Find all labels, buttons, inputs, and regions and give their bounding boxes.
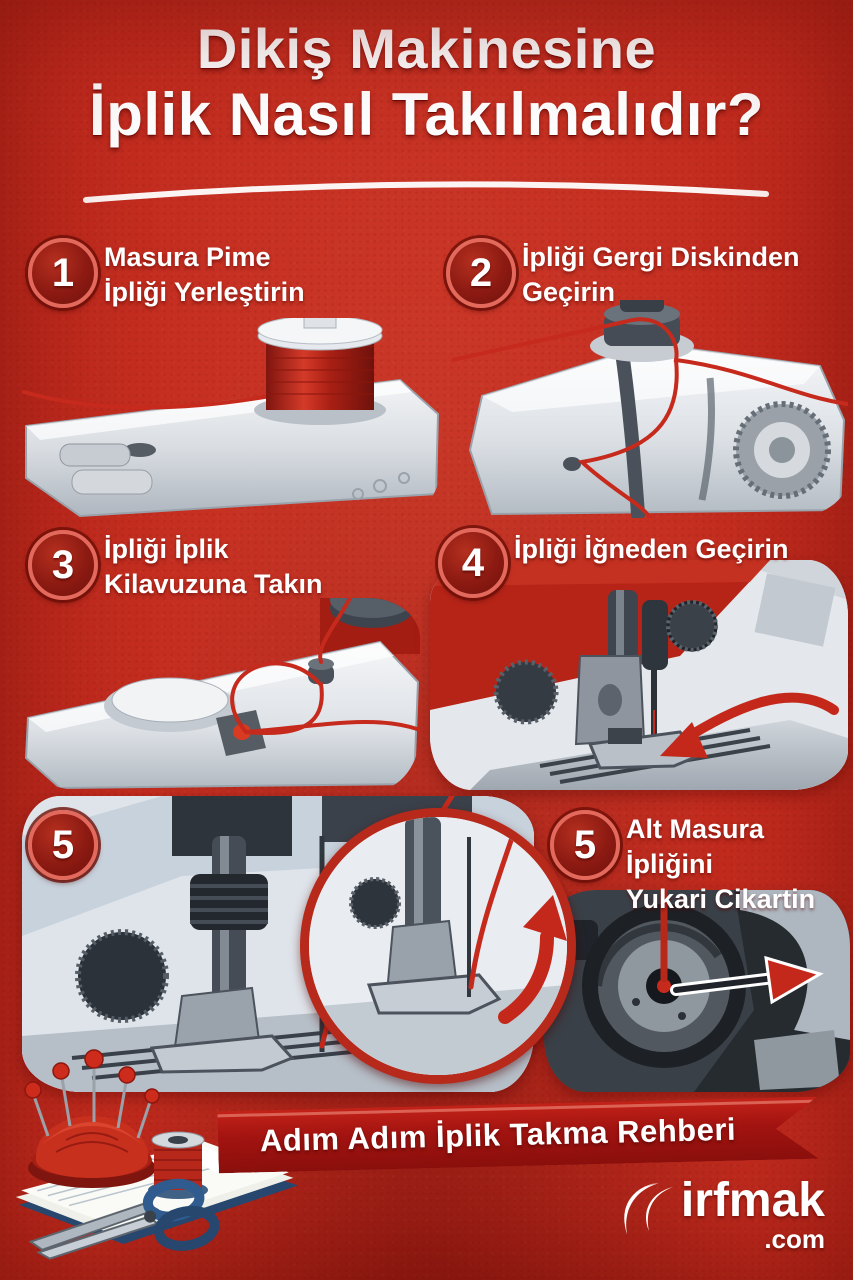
step-1-illustration <box>20 318 442 518</box>
step-3-label-line1: İpliği İplik <box>104 534 229 564</box>
step-2-label-line1: İpliği Gergi Diskinden <box>522 242 800 272</box>
logo-tld: .com <box>764 1224 825 1255</box>
step-4-label: İpliği İğneden Geçirin <box>514 532 789 567</box>
step-5-left-number: 5 <box>51 822 75 867</box>
step-3-badge: 3 <box>28 530 98 600</box>
step-1-label-line2: İpliği Yerleştirin <box>104 277 305 308</box>
step-1-label-line1: Masura Pime <box>104 242 271 272</box>
step-1-number: 1 <box>51 250 75 295</box>
step-5-left-badge: 5 <box>28 810 98 880</box>
logo-wordmark: irfmak .com <box>681 1177 825 1254</box>
banner-text: Adım Adım İplik Takma Rehberi <box>259 1111 737 1159</box>
title-underline-swoosh <box>83 181 769 203</box>
step-4-illustration <box>430 560 848 790</box>
step-2-label: İpliği Gergi Diskinden Geçirin <box>522 240 800 310</box>
step-2-badge: 2 <box>446 238 516 308</box>
step-1-badge: 1 <box>28 238 98 308</box>
double-crescent-swoosh-icon <box>624 1183 673 1236</box>
step-5-magnifier-inset <box>300 808 576 1084</box>
step-3-label-line2: Kilavuzuna Takın <box>104 569 323 600</box>
step-5-right-number: 5 <box>573 822 597 867</box>
step-2-number: 2 <box>469 250 493 295</box>
step-3-illustration <box>20 598 420 790</box>
step-3-label: İpliği İplik Kilavuzuna Takın <box>104 532 323 602</box>
title-line-1: Dikiş Makinesine <box>196 17 657 80</box>
logo-name: irfmak <box>680 1174 825 1228</box>
sewing-still-life <box>0 1040 320 1280</box>
step-5-right-illustration <box>544 890 850 1092</box>
step-5-right-badge: 5 <box>550 810 620 880</box>
step-5-right-label: Alt Masura İpliğini Yukari Cikartin <box>626 812 853 917</box>
title-line-2: İplik Nasıl Takılmalıdır? <box>89 80 764 148</box>
step-2-illustration <box>452 300 848 518</box>
step-3-number: 3 <box>51 542 75 587</box>
step-2-label-line2: Geçirin <box>522 277 616 308</box>
page-title: Dikiş Makinesine İplik Nasıl Takılmalıdı… <box>0 18 853 149</box>
step-5-right-label-line1: Alt Masura İpliğini <box>626 814 765 880</box>
step-4-badge: 4 <box>438 528 508 598</box>
step-5-right-label-line2: Yukari Cikartin <box>626 884 816 915</box>
step-4-label-line1: İpliği İğneden Geçirin <box>514 534 789 564</box>
step-4-number: 4 <box>461 540 485 585</box>
step-1-label: Masura Pime İpliği Yerleştirin <box>104 240 305 310</box>
brand-logo: irfmak .com <box>615 1177 825 1254</box>
